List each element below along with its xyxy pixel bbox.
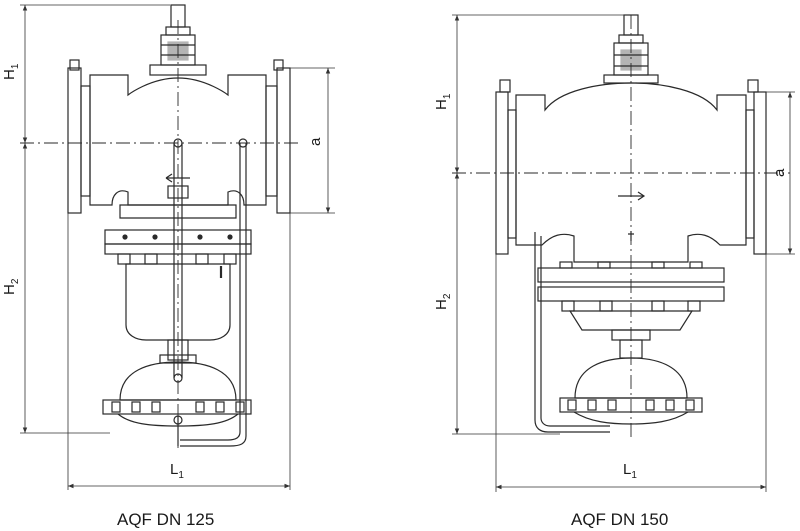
actuator-flange <box>102 399 252 415</box>
flange-bolts <box>559 261 703 312</box>
label-l1: L1 <box>170 461 184 481</box>
caption-dn150: AQF DN 150 <box>571 510 668 529</box>
label-h2: H2 <box>1 278 21 295</box>
label-a: a <box>771 168 788 177</box>
dimension-labels-dn150: H1 H2 a L1 AQF DN 150 <box>433 93 788 529</box>
caption-dn125: AQF DN 125 <box>117 510 214 529</box>
spring-housing <box>125 263 231 341</box>
label-a: a <box>307 137 324 146</box>
valve-body <box>515 82 747 263</box>
label-h1: H1 <box>1 63 21 80</box>
valve-drawing-dn125 <box>20 4 300 450</box>
spring-housing <box>568 310 694 331</box>
actuator-dome <box>574 357 688 399</box>
diaphragm-flange <box>537 267 725 283</box>
valve-body <box>89 74 267 206</box>
label-h1: H1 <box>433 93 453 110</box>
impulse-tube <box>173 138 248 447</box>
stem-indicator <box>149 4 207 76</box>
flow-arrow-icon <box>618 191 646 241</box>
label-h2: H2 <box>433 293 453 310</box>
dimensions-dn150 <box>452 14 795 492</box>
flange-bolts <box>117 234 237 265</box>
valve-drawing-dn150 <box>452 14 790 440</box>
flow-arrow-icon <box>165 173 190 199</box>
right-flange <box>276 67 291 214</box>
impulse-tube <box>534 232 610 433</box>
dimension-labels-dn125: H1 H2 a L1 AQF DN 125 <box>1 63 324 529</box>
stem-indicator <box>603 14 659 84</box>
dimensions-dn125 <box>20 4 335 490</box>
actuator-dome <box>119 361 237 401</box>
left-flange <box>67 67 82 214</box>
actuator-flange <box>559 397 703 413</box>
actuator-bolts <box>567 399 695 411</box>
label-l1: L1 <box>623 461 637 481</box>
